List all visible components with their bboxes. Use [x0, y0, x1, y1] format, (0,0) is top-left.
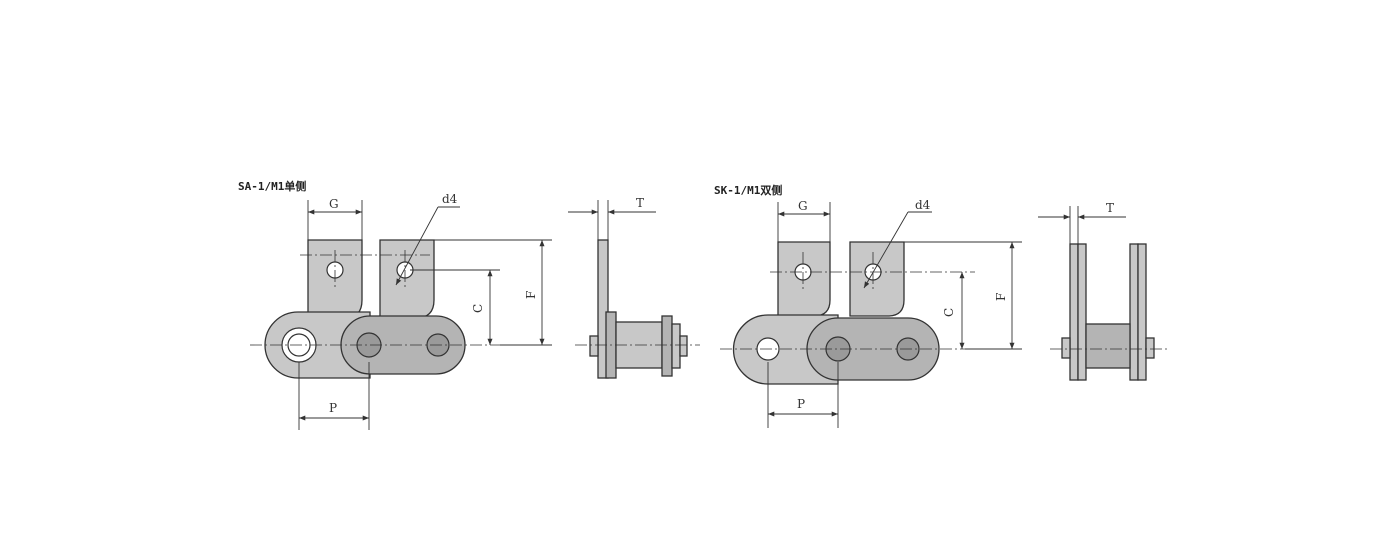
sa-label-d4: d4 — [442, 192, 458, 206]
sk-label-t: T — [1106, 201, 1114, 215]
sk-label-d4: d4 — [915, 198, 931, 212]
sa-side-pin-left — [589, 335, 599, 357]
sk-side-tab-right-2 — [1137, 243, 1147, 381]
sk-side-view: T — [1038, 201, 1170, 381]
sa-title: SA-1/M1单侧 — [238, 179, 306, 193]
sa-side-pin-right — [679, 335, 688, 357]
sk-diagram: SK-1/M1双侧 G d4 — [714, 183, 1170, 428]
sk-label-f: F — [994, 293, 1008, 301]
sk-d4-leader — [863, 211, 909, 289]
sk-side-pin-right — [1145, 337, 1155, 359]
sa-label-t: T — [636, 196, 644, 210]
sk-side-tab-right — [1129, 243, 1139, 381]
sk-title: SK-1/M1双侧 — [714, 183, 782, 197]
sa-d4-leader — [395, 206, 439, 286]
sa-front-view: G d4 C F P — [250, 192, 552, 430]
sk-side-tab-left-2 — [1077, 243, 1087, 381]
sa-side-plate-right-outer — [671, 323, 681, 369]
sa-inner-plate — [340, 315, 466, 375]
sk-inner-plate — [806, 317, 940, 381]
sa-diagram: SA-1/M1单侧 G — [238, 179, 700, 430]
sa-right-tab — [379, 239, 435, 319]
sa-label-p: P — [329, 401, 337, 415]
sk-label-c: C — [942, 308, 956, 317]
sa-side-plate-right — [661, 315, 673, 377]
sa-label-c: C — [471, 304, 485, 313]
sk-side-tab-left — [1069, 243, 1079, 381]
sk-label-p: P — [797, 397, 805, 411]
sk-side-roller — [1085, 323, 1131, 369]
sk-label-g: G — [798, 199, 808, 213]
sa-side-tab-plate — [597, 239, 609, 379]
sk-side-pin-left — [1061, 337, 1071, 359]
sa-label-f: F — [524, 291, 538, 299]
sk-front-view: G d4 C F P — [720, 198, 1022, 428]
sa-side-view: T — [568, 196, 700, 379]
sa-label-g: G — [329, 197, 339, 211]
